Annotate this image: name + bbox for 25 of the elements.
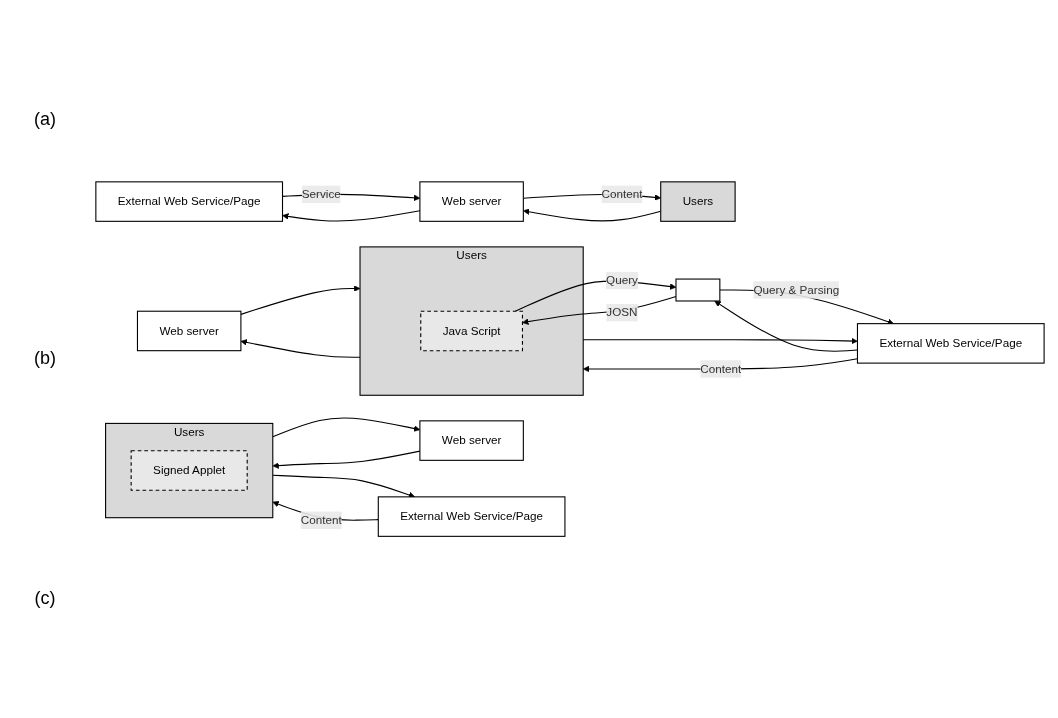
node-box: Signed Applet [130, 450, 248, 491]
edge-label: Content [601, 187, 643, 201]
node-box: Web server [419, 420, 524, 461]
node-box: Web server [419, 181, 524, 222]
panel-label: (c) [34, 587, 56, 609]
arrow [240, 339, 361, 358]
edge-label: JOSN [606, 306, 638, 319]
node-box: Web server [136, 310, 242, 352]
edge-label: Query & Parsing [753, 283, 840, 296]
arrow [582, 337, 858, 345]
edge-label: Content [300, 513, 342, 527]
edge-label: Service [301, 187, 341, 201]
node-box: Java Script [420, 310, 524, 352]
node-box: External Web Service/Page [95, 181, 284, 222]
arrow [522, 295, 677, 325]
arrow [240, 285, 361, 315]
node-box: External Web Service/Page [856, 323, 1045, 364]
node-box: Users [660, 181, 736, 222]
edge-label: Content [700, 362, 742, 375]
node-box [675, 278, 721, 302]
edge-label: Query [606, 273, 638, 287]
panel-label: (a) [34, 109, 56, 131]
arrow [272, 474, 416, 498]
panel-label: (b) [34, 348, 56, 370]
node-box: External Web Service/Page [377, 496, 566, 537]
